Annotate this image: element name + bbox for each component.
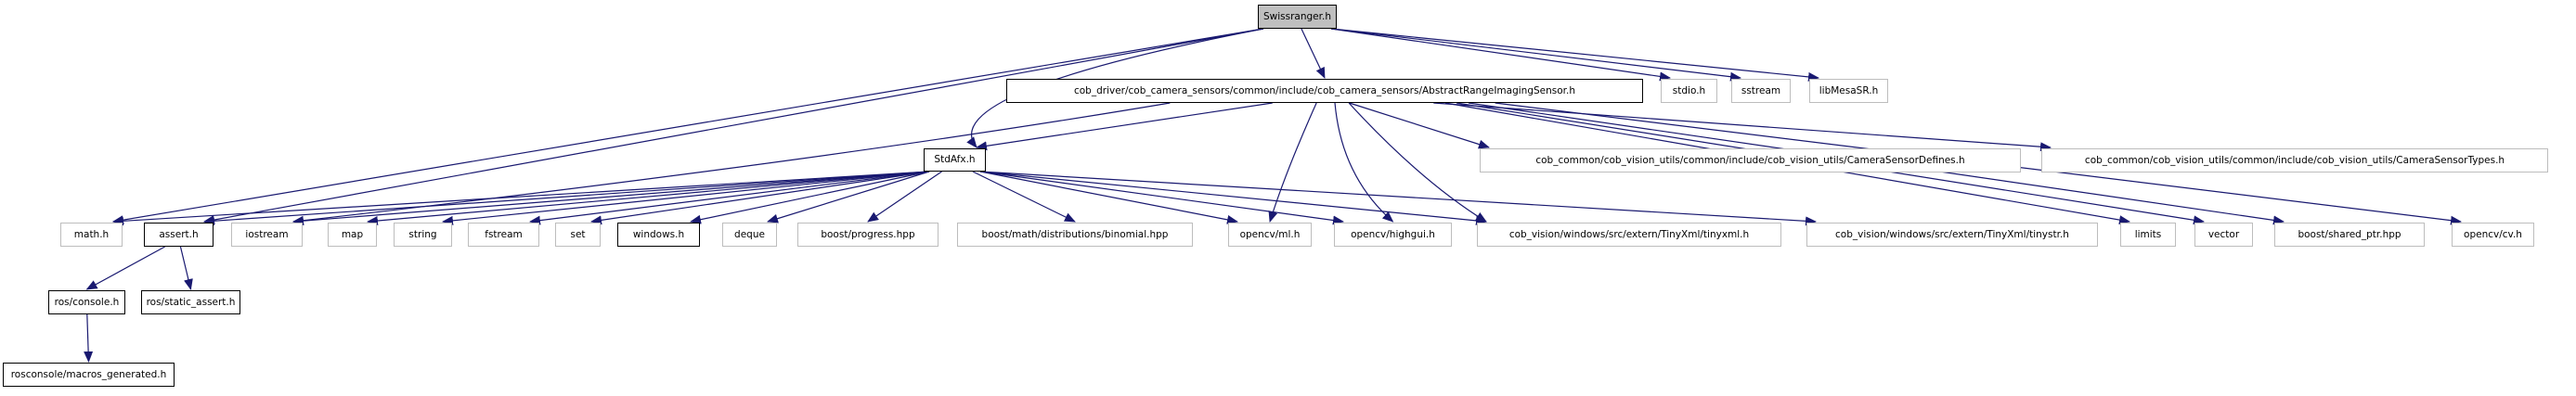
node-label: set <box>570 228 586 240</box>
node-stdio: stdio.h <box>1661 79 1717 103</box>
node-map: map <box>328 223 377 247</box>
node-tinyxml: cob_vision/windows/src/extern/TinyXml/ti… <box>1477 223 1781 247</box>
node-label: cob_vision/windows/src/extern/TinyXml/ti… <box>1508 228 1750 240</box>
include-edge <box>979 171 1238 224</box>
include-edge <box>112 171 930 226</box>
node-limits: limits <box>2120 223 2176 247</box>
include-edge <box>590 171 930 225</box>
node-label: string <box>408 228 437 240</box>
node-assert[interactable]: assert.h <box>144 223 214 247</box>
include-edge <box>112 28 1264 225</box>
include-edge <box>976 102 1273 151</box>
include-edge <box>979 171 1487 225</box>
node-ros_console[interactable]: ros/console.h <box>48 290 125 314</box>
include-edge <box>972 171 1076 223</box>
include-edge <box>84 313 94 363</box>
include-edge <box>1330 28 1819 82</box>
node-sstream: sstream <box>1731 79 1791 103</box>
node-label: cob_driver/cob_camera_sensors/common/inc… <box>1073 84 1576 96</box>
node-label: stdio.h <box>1672 84 1706 96</box>
include-edge <box>690 171 930 224</box>
include-edge <box>1330 28 1671 82</box>
include-edge <box>367 171 930 226</box>
node-shared_ptr: boost/shared_ptr.hpp <box>2274 223 2425 247</box>
node-types: cob_common/cob_vision_utils/common/inclu… <box>2041 148 2548 172</box>
node-set: set <box>555 223 601 247</box>
node-label: ros/static_assert.h <box>146 296 236 308</box>
include-edge <box>529 171 930 225</box>
node-label: vector <box>2207 228 2240 240</box>
node-deque: deque <box>722 223 777 247</box>
include-edge <box>292 171 930 226</box>
node-label: boost/math/distributions/binomial.hpp <box>981 228 1169 240</box>
node-label: boost/shared_ptr.hpp <box>2298 228 2401 240</box>
node-label: libMesaSR.h <box>1819 84 1879 96</box>
node-label: cob_vision/windows/src/extern/TinyXml/ti… <box>1835 228 2069 240</box>
node-label: ros/console.h <box>54 296 120 308</box>
include-edge <box>179 246 193 290</box>
node-math: math.h <box>60 223 123 247</box>
node-label: assert.h <box>159 228 199 240</box>
include-edge <box>1301 28 1326 79</box>
node-libmesa: libMesaSR.h <box>1809 79 1888 103</box>
node-ros_static[interactable]: ros/static_assert.h <box>141 290 240 314</box>
node-stdafx[interactable]: StdAfx.h <box>924 148 986 172</box>
node-label: rosconsole/macros_generated.h <box>10 368 167 380</box>
node-opencv_highgui: opencv/highgui.h <box>1334 223 1452 247</box>
node-label: map <box>341 228 364 240</box>
node-label: StdAfx.h <box>934 154 976 166</box>
include-edge <box>292 102 1171 225</box>
node-tinystr: cob_vision/windows/src/extern/TinyXml/ti… <box>1806 223 2098 247</box>
include-edge <box>979 171 1344 225</box>
include-edge <box>767 171 930 224</box>
node-label: deque <box>734 228 765 240</box>
include-edge <box>85 246 165 290</box>
node-label: windows.h <box>632 228 685 240</box>
node-label: opencv/cv.h <box>2464 228 2522 240</box>
node-label: cob_common/cob_vision_utils/common/inclu… <box>2084 154 2505 166</box>
node-fstream: fstream <box>468 223 539 247</box>
node-label: math.h <box>73 228 110 240</box>
include-edge <box>1349 102 1490 149</box>
node-binomial: boost/math/distributions/binomial.hpp <box>957 223 1193 247</box>
include-edge <box>442 171 930 225</box>
node-label: opencv/highgui.h <box>1351 228 1435 240</box>
node-label: Swissranger.h <box>1263 10 1331 22</box>
node-defines: cob_common/cob_vision_utils/common/inclu… <box>1480 148 2021 172</box>
node-label: fstream <box>485 228 523 240</box>
node-opencv_cv: opencv/cv.h <box>2452 223 2534 247</box>
node-progress: boost/progress.hpp <box>797 223 938 247</box>
node-label: sstream <box>1741 84 1781 96</box>
node-windows[interactable]: windows.h <box>617 223 700 247</box>
include-edge <box>1334 102 1394 223</box>
include-edge <box>203 171 930 226</box>
include-edge <box>1268 102 1317 223</box>
include-edge <box>1330 28 1741 82</box>
node-iostream: iostream <box>231 223 303 247</box>
node-label: boost/progress.hpp <box>821 228 915 240</box>
node-vector: vector <box>2194 223 2253 247</box>
include-edge <box>203 28 1264 224</box>
include-edge <box>979 171 1817 226</box>
node-label: cob_common/cob_vision_utils/common/inclu… <box>1535 154 1965 166</box>
node-swissranger: Swissranger.h <box>1258 5 1337 29</box>
node-string: string <box>394 223 452 247</box>
include-edge <box>1348 102 1487 223</box>
include-edge <box>867 171 942 223</box>
node-abstractrange[interactable]: cob_driver/cob_camera_sensors/common/inc… <box>1006 79 1643 103</box>
node-label: limits <box>2134 228 2162 240</box>
node-macros[interactable]: rosconsole/macros_generated.h <box>3 363 175 387</box>
node-label: opencv/ml.h <box>1239 228 1301 240</box>
node-opencv_ml: opencv/ml.h <box>1228 223 1312 247</box>
node-label: iostream <box>245 228 289 240</box>
include-edge <box>1433 102 2052 152</box>
